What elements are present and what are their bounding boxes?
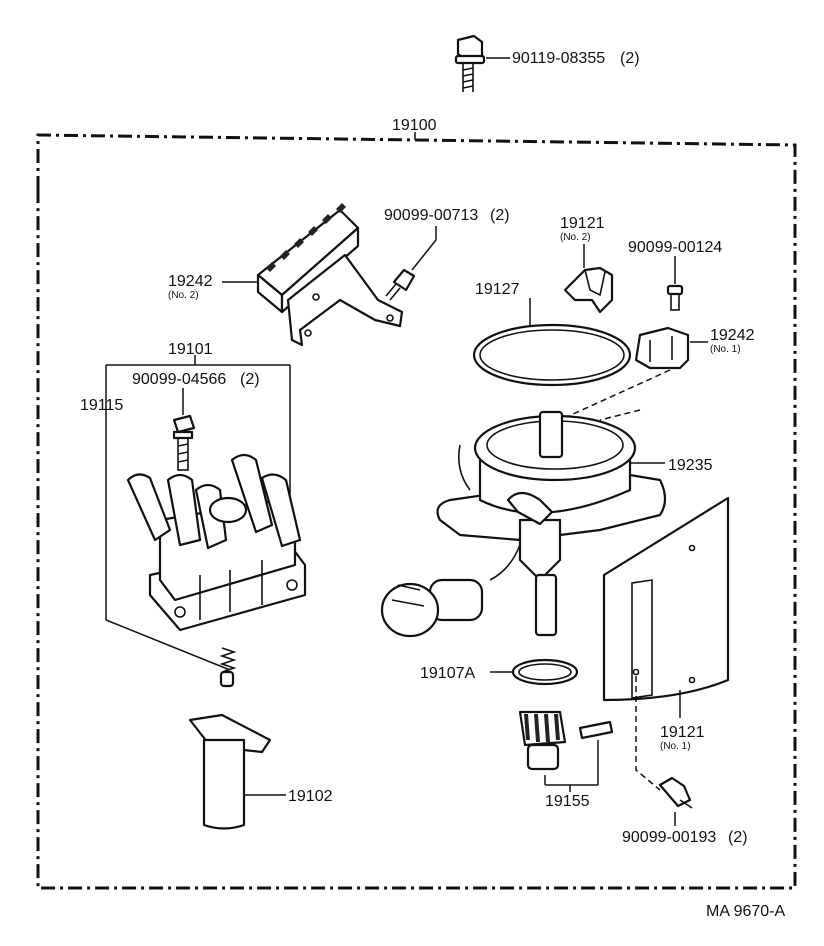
label-coil-screw-qty: (2) [490, 207, 510, 224]
figure-code: MA 9670-A [706, 903, 785, 920]
large-o-ring [472, 298, 632, 387]
label-bottom-screw-qty: (2) [728, 829, 748, 846]
label-igniter-screw: 90099-00124 [628, 239, 722, 256]
drive-gear [518, 710, 614, 792]
small-o-ring [490, 658, 579, 686]
label-small-o-ring: 19107A [420, 665, 475, 682]
label-large-o-ring: 19127 [475, 281, 520, 298]
igniter-screw [666, 256, 684, 311]
cover-no1 [602, 496, 730, 791]
distributor-cap [126, 453, 307, 632]
label-cover-no1: 19121 [660, 724, 705, 741]
distributor-housing [436, 409, 667, 637]
label-gear: 19155 [545, 793, 590, 810]
label-assembly: 19100 [392, 117, 437, 134]
label-bracket-no2-sub: (No. 2) [560, 232, 591, 243]
rotor [188, 713, 286, 830]
top-bolt [454, 34, 510, 92]
igniter-no2 [256, 203, 404, 347]
label-igniter-no1-sub: (No. 1) [710, 344, 741, 355]
assembly-frame [36, 132, 797, 890]
cap-screw [172, 388, 196, 471]
label-igniter-no2-sub: (No. 2) [168, 290, 199, 301]
label-cap: 19115 [80, 397, 123, 414]
coil-screw [385, 226, 437, 301]
label-bottom-screw: 90099-00193 [622, 829, 716, 846]
center-spring [219, 647, 237, 688]
label-igniter-no2: 19242 [168, 273, 213, 290]
label-cap-assembly: 19101 [168, 341, 213, 358]
label-top-bolt-qty: (2) [620, 50, 640, 67]
label-cap-screw-qty: (2) [240, 371, 260, 388]
label-igniter-no1: 19242 [710, 327, 755, 344]
label-bracket-no2: 19121 [560, 215, 605, 232]
igniter-no1 [559, 326, 708, 421]
label-cap-screw: 90099-04566 [132, 371, 226, 388]
label-housing: 19235 [668, 457, 713, 474]
label-top-bolt: 90119-08355 [512, 50, 605, 67]
label-rotor: 19102 [288, 788, 333, 805]
pickup-connector [380, 544, 521, 638]
bracket-no2 [563, 244, 614, 314]
label-cover-no1-sub: (No. 1) [660, 741, 691, 752]
label-coil-screw: 90099-00713 [384, 207, 478, 224]
bottom-screw [658, 776, 693, 826]
cap-assembly-bracket [105, 355, 291, 671]
